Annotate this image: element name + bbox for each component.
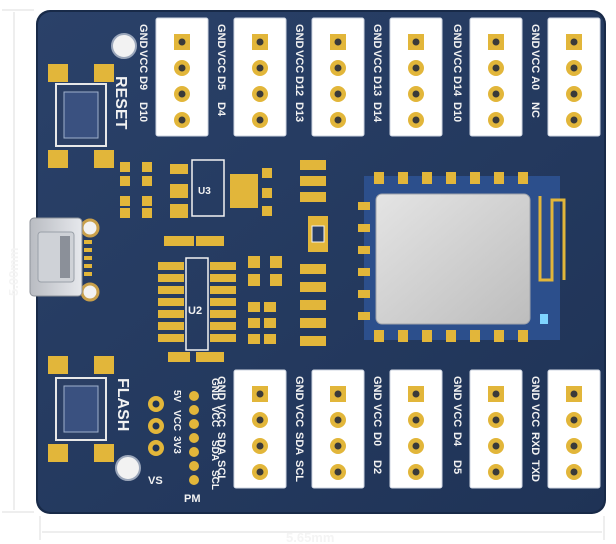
power-pin-3v3: 3V3 (171, 436, 182, 454)
top-connector-5-pin-label: D14 (451, 76, 463, 97)
vs-label: VS (148, 475, 163, 487)
bottom-connector-5-pin-label: RXD (529, 432, 541, 455)
bottom-connector-1-pin-label: VCC (215, 404, 227, 427)
diode (308, 216, 328, 252)
bottom-connector-1-pin-label: SDA (215, 432, 227, 455)
top-connector-row: GNDVCCD9D10GNDVCCD5D4GNDVCCD12D13GNDVCCD… (137, 17, 601, 137)
bottom-connector-2: GND VCC SDA SCL (293, 369, 365, 489)
bottom-connector-3-pin-label: D2 (371, 460, 383, 474)
bottom-connector-3-pin-label: D0 (371, 432, 383, 446)
pm-pin-gnd: GND (209, 378, 220, 400)
bottom-connector-1: GND VCC SDA SCL (215, 369, 287, 489)
bottom-connector-1-pin-label: GND (215, 376, 227, 401)
bottom-connector-3-pin-label: VCC (371, 404, 383, 427)
dimension-marks (2, 9, 605, 540)
top-connector-4-pin-label: VCC (371, 50, 383, 73)
top-connector-1-pin-label: VCC (137, 50, 149, 73)
wifi-module (364, 176, 566, 340)
top-connector-1-pin-label: GND (137, 24, 149, 49)
top-connector-4-pin-label: D13 (371, 76, 383, 96)
bottom-connector-5-pin-label: TXD (529, 460, 541, 482)
top-connector-4-pin-label: GND (371, 24, 383, 49)
pm-header (189, 391, 199, 485)
bottom-connector-2-pin-label: SCL (293, 460, 305, 482)
bottom-connector-5-pin-label: GND (529, 376, 541, 401)
top-connector-2-pin-label: GND (215, 24, 227, 49)
power-pin-5v: 5V (171, 390, 182, 403)
pm-pin-sda: SDA (209, 440, 220, 461)
u2-label: U2 (188, 305, 202, 317)
top-connector-5-pin-label: VCC (451, 50, 463, 73)
bottom-connector-4-pin-label: VCC (451, 404, 463, 427)
u3-chip (191, 159, 225, 217)
pm-pin-vcc: VCC (209, 406, 220, 427)
top-connector-4-pin-label: D14 (371, 102, 383, 123)
reset-label: RESET (112, 76, 129, 130)
bottom-connector-5: GND VCC RXD TXD (529, 369, 601, 489)
flash-label: FLASH (114, 378, 131, 431)
bottom-connector-4-pin-label: D4 (451, 432, 463, 447)
bottom-connector-2-pin-label: SDA (293, 432, 305, 455)
top-connector-1-pin-label: D9 (137, 76, 149, 90)
top-connector-6-pin-label: VCC (529, 50, 541, 73)
top-connector-2-pin-label: VCC (215, 50, 227, 73)
reset-button[interactable] (48, 64, 114, 168)
top-connector-6-pin-label: NC (529, 102, 541, 118)
pm-pin-scl: SCL (209, 470, 220, 490)
bottom-connector-5-pin-label: VCC (529, 404, 541, 427)
bottom-connector-2-pin-label: GND (293, 376, 305, 401)
bottom-connector-4-pin-label: D5 (451, 460, 463, 474)
mounting-holes (80, 33, 141, 481)
flash-button[interactable] (48, 356, 114, 462)
top-connector-5-pin-label: D10 (451, 102, 463, 122)
top-connector-6-pin-label: GND (529, 24, 541, 49)
smd-components (120, 160, 326, 362)
top-connector-3-pin-label: GND (293, 24, 305, 49)
bottom-connector-1-pin-label: SCL (215, 460, 227, 482)
height-dimension-label: 5.00mm (6, 248, 21, 296)
u3-label: U3 (198, 186, 211, 197)
pm-label: PM (184, 493, 201, 505)
top-connector-3-pin-label: VCC (293, 50, 305, 73)
power-pin-vcc: VCC (171, 410, 182, 431)
top-connector-2-pin-label: D4 (215, 102, 227, 117)
wifi-module-pins (358, 172, 528, 342)
top-connector-6-pin-label: A0 (529, 76, 541, 90)
top-connector-1-pin-label: D10 (137, 102, 149, 122)
bottom-connector-2-pin-label: VCC (293, 404, 305, 427)
power-select-header (148, 396, 164, 456)
top-connector-3-pin-label: D13 (293, 102, 305, 122)
bottom-connector-4-pin-label: GND (451, 376, 463, 401)
u2-chip (158, 257, 236, 351)
top-connector-2-pin-label: D5 (215, 76, 227, 90)
micro-usb-connector (29, 217, 92, 297)
top-connector-3-pin-label: D12 (293, 76, 305, 96)
width-dimension-label: 5.65mm (286, 530, 334, 544)
bottom-connector-3-pin-label: GND (371, 376, 383, 401)
top-connector-5-pin-label: GND (451, 24, 463, 49)
